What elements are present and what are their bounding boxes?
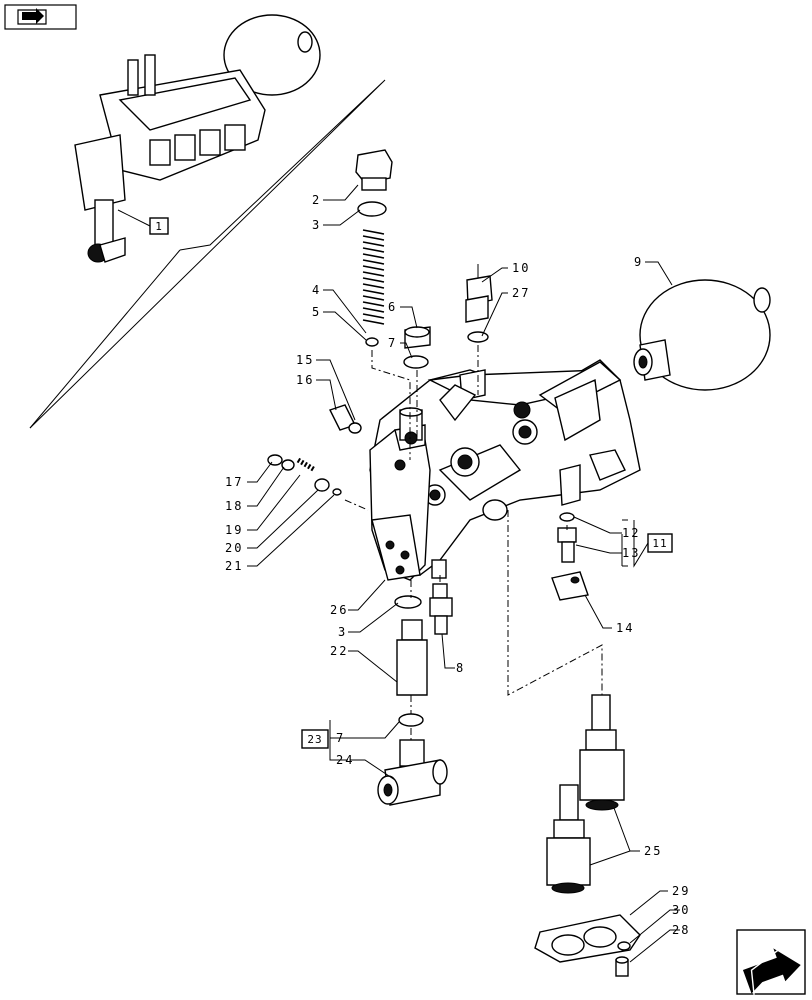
part-4-spring xyxy=(362,228,385,330)
leader-lines xyxy=(247,184,680,963)
callout-number: 26 xyxy=(330,603,348,617)
callout-number: 18 xyxy=(225,499,243,513)
part-9-accumulator xyxy=(633,279,771,391)
callout-number: 16 xyxy=(296,373,314,387)
part-20 xyxy=(314,478,330,492)
part-17 xyxy=(267,454,283,466)
part-25-solenoid-a xyxy=(579,694,625,811)
callout-number: 30 xyxy=(672,903,690,917)
callout-number: 3 xyxy=(312,218,321,232)
callout-number: 12 xyxy=(622,526,640,540)
callout-number: 29 xyxy=(672,884,690,898)
part-19-spring xyxy=(296,457,317,473)
part-18 xyxy=(281,459,295,471)
callout-number: 19 xyxy=(225,523,243,537)
part-7-oring xyxy=(403,355,429,369)
callout-box-23: 23 xyxy=(301,729,329,749)
part-29-gasket xyxy=(534,914,641,963)
callout-number: 13 xyxy=(622,546,640,560)
callout-numbers: 2 3 4 5 6 7 9 10 27 15 16 17 18 19 20 21… xyxy=(225,193,690,937)
part-13-plug xyxy=(557,527,577,563)
forward-arrow-icon xyxy=(742,938,802,995)
part-7-oring-lower xyxy=(398,713,424,727)
callout-number: 28 xyxy=(672,923,690,937)
part-3-oring-lower xyxy=(394,595,422,609)
callout-number: 21 xyxy=(225,559,243,573)
part-25-solenoid-b xyxy=(546,784,591,894)
callout-number: 5 xyxy=(312,305,321,319)
callout-number: 20 xyxy=(225,541,243,555)
callout-number: 6 xyxy=(388,300,397,314)
part-28-screw xyxy=(615,956,629,977)
callout-number: 4 xyxy=(312,283,321,297)
part-3-oring xyxy=(357,201,387,217)
callout-number: 22 xyxy=(330,644,348,658)
part-30-washer xyxy=(617,941,631,951)
callout-number: 24 xyxy=(336,753,354,767)
part-24-tee xyxy=(377,739,448,806)
part-14-clamp xyxy=(551,571,589,601)
part-27-oring xyxy=(467,331,489,343)
part-21 xyxy=(332,488,342,496)
part-8-valve xyxy=(429,583,453,635)
valve-body xyxy=(369,359,641,581)
part-10-switch xyxy=(465,264,493,323)
prev-page-button[interactable] xyxy=(4,4,77,30)
part-2-plug xyxy=(355,149,393,191)
callout-number: 17 xyxy=(225,475,243,489)
callout-number: 3 xyxy=(338,625,347,639)
back-arrow-icon xyxy=(17,8,47,25)
part-22-cartridge xyxy=(396,619,428,696)
callout-number: 14 xyxy=(616,621,634,635)
next-page-button[interactable] xyxy=(736,929,808,995)
callout-number: 27 xyxy=(512,286,530,300)
part-12-ring xyxy=(559,512,575,522)
callout-number: 2 xyxy=(312,193,321,207)
inset-assembly: 1 xyxy=(29,14,386,429)
callout-number: 9 xyxy=(634,255,643,269)
callout-label: 11 xyxy=(652,537,667,550)
callout-number: 25 xyxy=(644,844,662,858)
part-5-washer xyxy=(365,337,379,347)
callout-box-1 xyxy=(149,217,169,235)
callout-label: 23 xyxy=(307,733,322,746)
callout-box-11: 11 xyxy=(633,520,673,568)
callout-number: 8 xyxy=(456,661,465,675)
callout-number: 7 xyxy=(388,336,397,350)
callout-number: 7 xyxy=(336,731,345,745)
callout-number: 15 xyxy=(296,353,314,367)
part-15-ring xyxy=(348,422,362,434)
callout-number: 10 xyxy=(512,261,530,275)
callout-label: 1 xyxy=(155,220,163,233)
